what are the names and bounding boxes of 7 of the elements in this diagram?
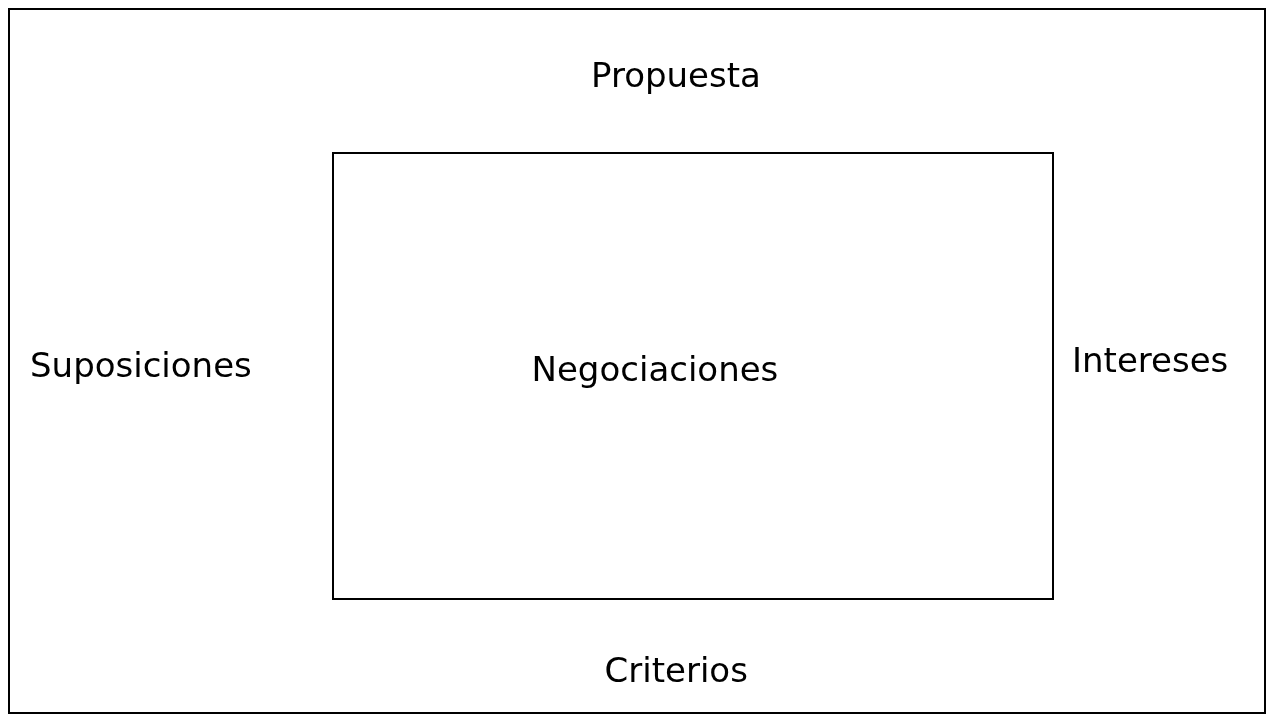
heading-text: Propuesta [591, 55, 761, 95]
side-label: Intereses [1072, 340, 1229, 380]
inner-box [332, 152, 1054, 600]
bottom-label: Criterios [604, 650, 748, 690]
side-label: Suposiciones [30, 345, 252, 385]
outer-frame [8, 8, 1266, 714]
center-label: Negociaciones [531, 349, 779, 389]
